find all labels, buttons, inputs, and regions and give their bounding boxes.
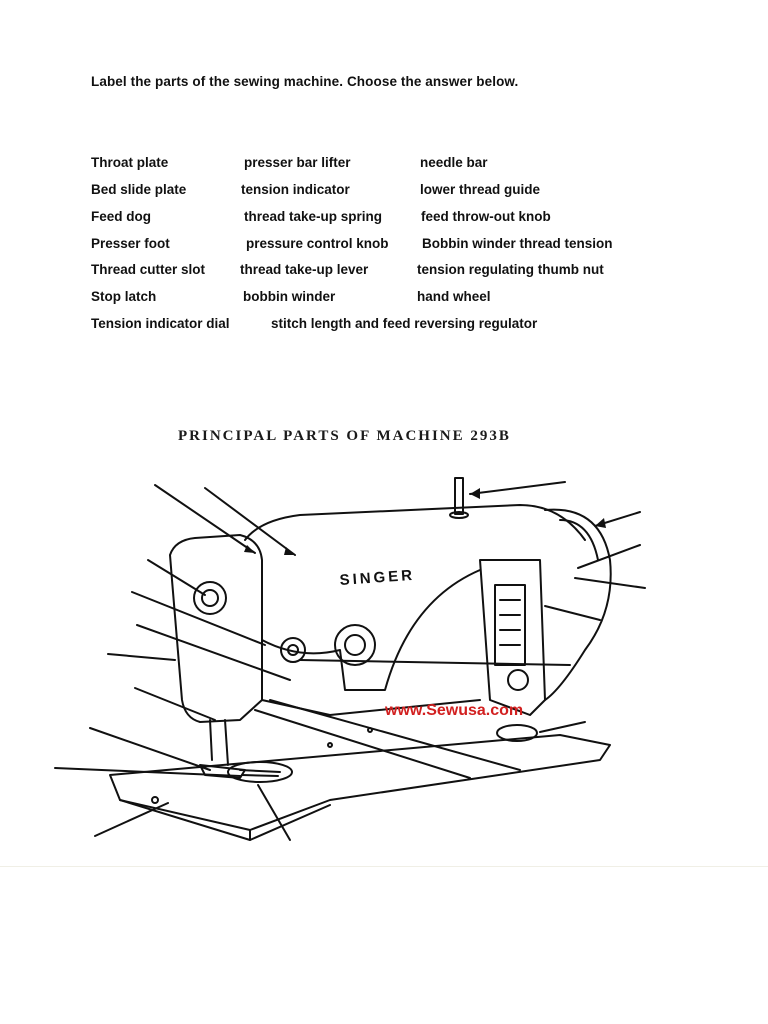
term: pressure control knob [246, 236, 389, 251]
term: tension regulating thumb nut [417, 262, 604, 277]
sewing-machine-diagram: SINGER www.Sewusa.com [54, 477, 646, 841]
term: thread take-up spring [244, 209, 383, 224]
term: thread take-up lever [240, 262, 369, 277]
term: Bobbin winder thread tension [422, 236, 613, 251]
term: tension indicator [241, 182, 350, 197]
term: Thread cutter slot [91, 262, 206, 277]
term: Tension indicator dial [91, 316, 230, 331]
term: lower thread guide [420, 182, 541, 197]
term: Throat plate [91, 155, 169, 170]
brand-text: SINGER [339, 567, 416, 589]
term: Presser foot [91, 236, 170, 251]
term: feed throw-out knob [421, 209, 551, 224]
term: needle bar [420, 155, 488, 170]
page-divider [0, 866, 768, 867]
term: stitch length and feed reversing regulat… [271, 316, 538, 331]
figure-title: PRINCIPAL PARTS OF MACHINE 293B [178, 428, 511, 444]
instruction-text: Label the parts of the sewing machine. C… [91, 74, 519, 89]
watermark-text: www.Sewusa.com [384, 702, 523, 719]
term: presser bar lifter [244, 155, 351, 170]
term: hand wheel [417, 289, 491, 304]
term: bobbin winder [243, 289, 336, 304]
term: Feed dog [91, 209, 151, 224]
term: Bed slide plate [91, 182, 187, 197]
term: Stop latch [91, 289, 157, 304]
